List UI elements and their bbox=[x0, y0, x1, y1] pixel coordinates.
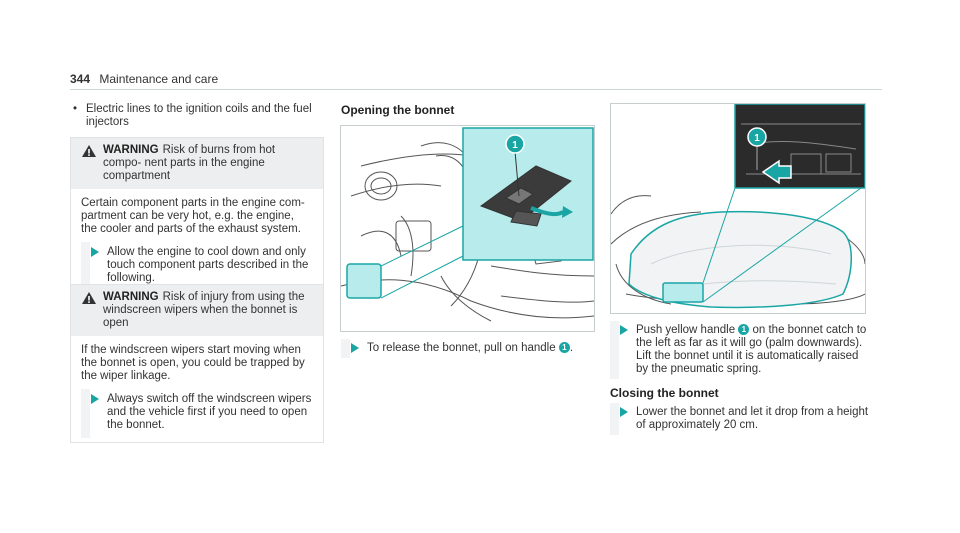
step-arrow-icon bbox=[620, 325, 628, 335]
interior-illustration: 1 bbox=[341, 127, 594, 322]
step-bar bbox=[81, 389, 90, 438]
bullet-item: • Electric lines to the ignition coils a… bbox=[73, 103, 323, 129]
callout-marker bbox=[747, 127, 767, 147]
bullet-icon: • bbox=[73, 103, 78, 115]
step-text: Lower the bonnet and let it drop from a … bbox=[636, 406, 869, 431]
callout-marker bbox=[505, 134, 525, 154]
step-bar bbox=[341, 339, 350, 358]
step-arrow-icon bbox=[91, 247, 99, 257]
heading-closing-bonnet: Closing the bonnet bbox=[610, 386, 719, 400]
warning-triangle-icon bbox=[82, 145, 96, 157]
warning-label: WARNING bbox=[103, 291, 159, 303]
step-bar bbox=[610, 321, 619, 379]
warning-triangle-icon bbox=[82, 292, 96, 304]
step-text: Always switch off the windscreen wipers … bbox=[107, 393, 312, 431]
step-text: To release the bonnet, pull on handle bbox=[367, 342, 556, 354]
page-header: 344 Maintenance and care bbox=[70, 72, 218, 86]
step-release-bonnet: To release the bonnet, pull on handle 1. bbox=[341, 339, 594, 358]
warning-text: If the windscreen wipers start moving wh… bbox=[81, 344, 305, 382]
step-push-handle: Push yellow handle 1 on the bonnet catch… bbox=[610, 321, 872, 379]
page-number: 344 bbox=[70, 72, 91, 86]
callout-number: 1 bbox=[754, 133, 760, 144]
warning-title: Risk of burns from hot compo- nent parts… bbox=[103, 144, 276, 182]
step-row: To release the bonnet, pull on handle 1. bbox=[341, 339, 594, 358]
section-title: Maintenance and care bbox=[99, 72, 219, 86]
warning-step: Allow the engine to cool down and only t… bbox=[81, 242, 313, 291]
figure-bonnet-catch: 1 bbox=[610, 103, 866, 314]
bullet-text: Electric lines to the ignition coils and… bbox=[86, 103, 312, 128]
step-row: Push yellow handle 1 on the bonnet catch… bbox=[610, 321, 872, 379]
step-row: Lower the bonnet and let it drop from a … bbox=[610, 403, 872, 435]
step-bar bbox=[81, 242, 90, 291]
warning-title: Risk of injury from using the windscreen… bbox=[103, 291, 305, 329]
step-arrow-icon bbox=[91, 394, 99, 404]
warning-label: WARNING bbox=[103, 144, 159, 156]
catch-location-highlight bbox=[662, 282, 704, 303]
step-suffix: . bbox=[569, 342, 574, 354]
header-divider bbox=[70, 89, 882, 90]
step-bar bbox=[610, 403, 619, 435]
step-lower-bonnet: Lower the bonnet and let it drop from a … bbox=[610, 403, 872, 435]
step-arrow-icon bbox=[351, 343, 359, 353]
step-text-continued: on the bonnet catch to the left as far a… bbox=[636, 324, 867, 375]
handle-location-highlight bbox=[346, 263, 382, 299]
push-arrow-icon bbox=[761, 159, 792, 185]
step-text: Push yellow handle bbox=[636, 324, 736, 336]
handle-marker: 1 bbox=[738, 324, 750, 336]
step-text: Allow the engine to cool down and only t… bbox=[107, 246, 309, 284]
warning-text: Certain component parts in the engine co… bbox=[81, 197, 305, 235]
heading-opening-bonnet: Opening the bonnet bbox=[341, 103, 455, 117]
step-arrow-icon bbox=[620, 407, 628, 417]
handle-marker: 1 bbox=[558, 342, 570, 354]
warning-step: Always switch off the windscreen wipers … bbox=[81, 389, 313, 438]
callout-number: 1 bbox=[512, 140, 518, 151]
exterior-illustration: 1 bbox=[611, 104, 865, 309]
figure-bonnet-release: 1 bbox=[340, 125, 595, 332]
warning-body: Certain component parts in the engine co… bbox=[71, 189, 323, 295]
warning-body: If the windscreen wipers start moving wh… bbox=[71, 336, 323, 442]
